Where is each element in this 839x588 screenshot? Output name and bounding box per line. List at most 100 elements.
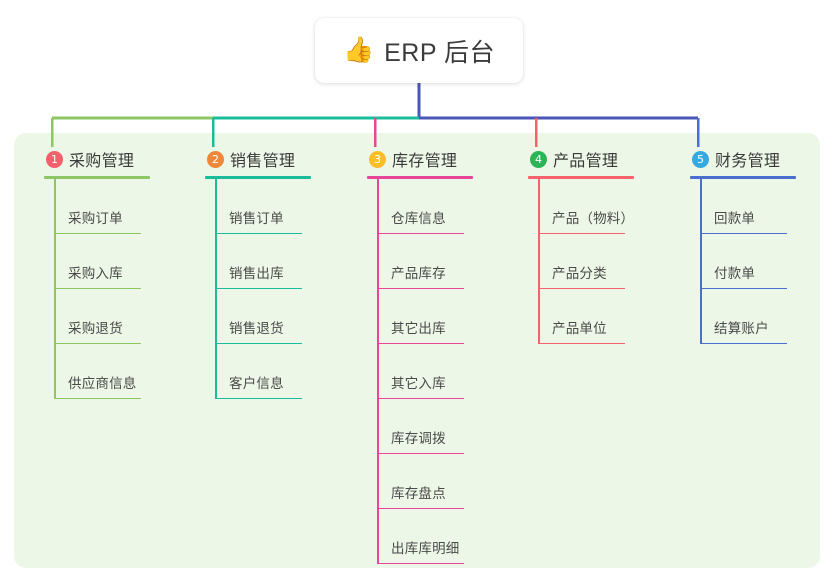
leaf-list: 销售订单销售出库销售退货客户信息 [205,179,355,399]
branch-index-badge: 5 [692,150,709,168]
leaf-underline [379,562,464,564]
leaf-underline [379,342,464,344]
leaf-item[interactable]: 仓库信息 [378,179,517,234]
branch-index-badge: 4 [530,150,547,168]
leaf-label: 库存盘点 [391,486,446,501]
branch-header-1[interactable]: 1 采购管理 [44,148,194,170]
leaf-label: 采购入库 [68,266,123,281]
branch-underline [690,176,796,179]
leaf-underline [217,287,302,289]
leaf-item[interactable]: 采购订单 [55,179,194,234]
leaf-list: 仓库信息产品库存其它出库其它入库库存调拨库存盘点出库库明细 [367,179,517,564]
leaf-item[interactable]: 库存盘点 [378,454,517,509]
branch-title: 采购管理 [69,153,135,170]
leaf-spine [700,179,702,344]
leaf-underline [540,232,625,234]
leaf-underline [56,287,141,289]
root-node[interactable]: 👍 ERP 后台 [315,18,523,83]
branch-index-badge: 3 [369,150,386,168]
diagram-panel [14,133,820,568]
leaf-label: 其它入库 [391,376,446,391]
leaf-item[interactable]: 出库库明细 [378,509,517,564]
branch-column-1: 1 采购管理采购订单采购入库采购退货供应商信息 [44,148,194,399]
branch-underline [367,176,473,179]
leaf-label: 销售订单 [229,211,284,226]
leaf-label: 销售退货 [229,321,284,336]
branch-column-5: 5 财务管理回款单付款单结算账户 [690,148,839,344]
leaf-item[interactable]: 其它出库 [378,289,517,344]
leaf-label: 供应商信息 [68,376,137,391]
leaf-item[interactable]: 供应商信息 [55,344,194,399]
branch-title: 财务管理 [715,153,781,170]
branch-title: 销售管理 [230,153,296,170]
leaf-label: 产品（物料） [552,211,635,226]
leaf-label: 出库库明细 [391,541,460,556]
leaf-item[interactable]: 产品单位 [539,289,678,344]
leaf-label: 付款单 [714,266,756,281]
branch-header-4[interactable]: 4 产品管理 [528,148,678,170]
leaf-label: 库存调拨 [391,431,446,446]
branch-underline [44,176,150,179]
leaf-underline [56,232,141,234]
leaf-list: 回款单付款单结算账户 [690,179,839,344]
branch-underline [528,176,634,179]
thumbs-up-icon: 👍 [342,36,375,64]
leaf-item[interactable]: 销售订单 [216,179,355,234]
leaf-spine [538,179,540,344]
branch-column-3: 3 库存管理仓库信息产品库存其它出库其它入库库存调拨库存盘点出库库明细 [367,148,517,564]
leaf-label: 客户信息 [229,376,284,391]
leaf-underline [540,287,625,289]
leaf-item[interactable]: 产品（物料） [539,179,678,234]
leaf-label: 产品单位 [552,321,607,336]
leaf-item[interactable]: 库存调拨 [378,399,517,454]
leaf-label: 产品库存 [391,266,446,281]
leaf-item[interactable]: 销售出库 [216,234,355,289]
leaf-item[interactable]: 产品分类 [539,234,678,289]
leaf-underline [56,397,141,399]
leaf-underline [379,232,464,234]
leaf-underline [702,342,787,344]
branch-header-2[interactable]: 2 销售管理 [205,148,355,170]
leaf-label: 产品分类 [552,266,607,281]
leaf-item[interactable]: 回款单 [701,179,839,234]
leaf-underline [379,287,464,289]
leaf-underline [217,342,302,344]
branch-index-badge: 2 [207,150,224,168]
root-title: ERP 后台 [384,38,496,67]
leaf-underline [540,342,625,344]
branch-header-3[interactable]: 3 库存管理 [367,148,517,170]
leaf-item[interactable]: 客户信息 [216,344,355,399]
leaf-label: 采购退货 [68,321,123,336]
branch-header-5[interactable]: 5 财务管理 [690,148,839,170]
branch-underline [205,176,311,179]
leaf-label: 回款单 [714,211,756,226]
leaf-label: 其它出库 [391,321,446,336]
branch-title: 产品管理 [553,153,619,170]
leaf-item[interactable]: 销售退货 [216,289,355,344]
leaf-label: 结算账户 [714,321,769,336]
leaf-spine [377,179,379,564]
leaf-underline [379,397,464,399]
leaf-label: 销售出库 [229,266,284,281]
leaf-item[interactable]: 结算账户 [701,289,839,344]
branch-title: 库存管理 [392,153,458,170]
branch-index-badge: 1 [46,150,63,168]
leaf-item[interactable]: 采购入库 [55,234,194,289]
leaf-label: 采购订单 [68,211,123,226]
leaf-underline [217,232,302,234]
leaf-item[interactable]: 产品库存 [378,234,517,289]
leaf-spine [215,179,217,399]
branch-column-4: 4 产品管理产品（物料） 产品分类产品单位 [528,148,678,344]
leaf-underline [702,232,787,234]
leaf-underline [56,342,141,344]
leaf-item[interactable]: 采购退货 [55,289,194,344]
leaf-underline [379,452,464,454]
leaf-underline [702,287,787,289]
leaf-list: 采购订单采购入库采购退货供应商信息 [44,179,194,399]
leaf-item[interactable]: 付款单 [701,234,839,289]
leaf-underline [379,507,464,509]
branch-column-2: 2 销售管理销售订单销售出库销售退货客户信息 [205,148,355,399]
leaf-underline [217,397,302,399]
leaf-item[interactable]: 其它入库 [378,344,517,399]
leaf-list: 产品（物料） 产品分类产品单位 [528,179,678,344]
